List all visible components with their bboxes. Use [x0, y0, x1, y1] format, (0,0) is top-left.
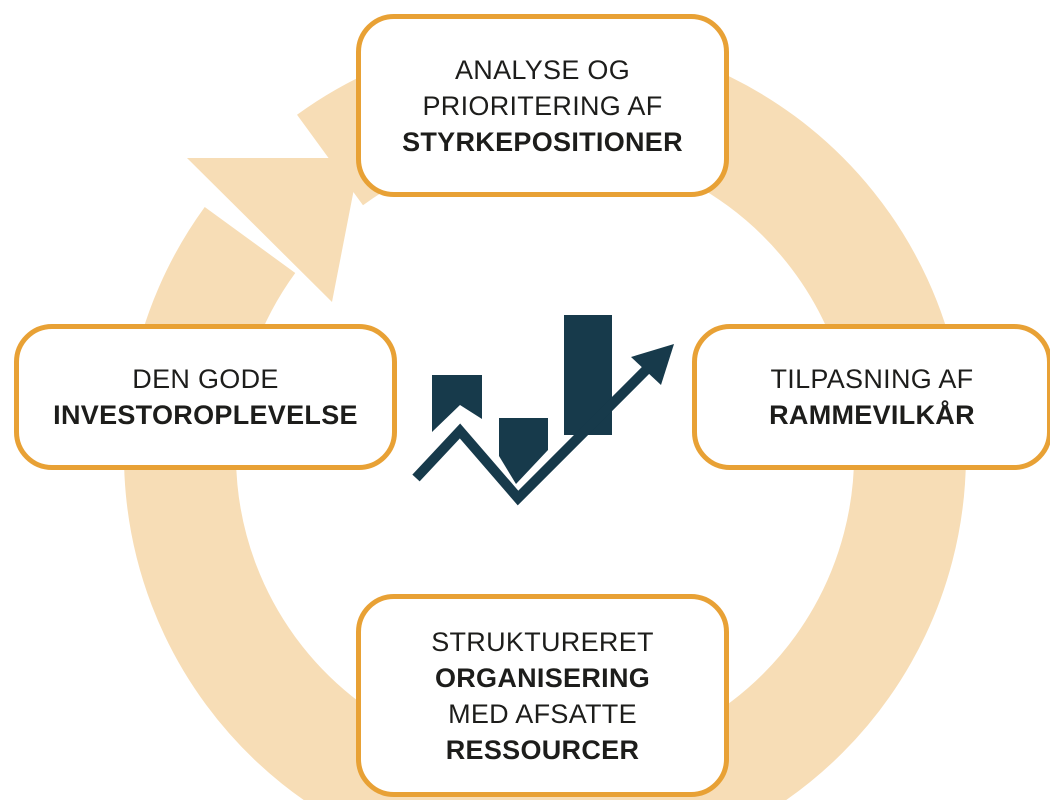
step-rammevilkaar-line1: TILPASNING AF	[770, 364, 974, 394]
trend-arrowhead-icon	[631, 344, 674, 385]
step-box-analyse: ANALYSE OG PRIORITERING AF STYRKEPOSITIO…	[356, 14, 729, 197]
step-organisering-line2: MED AFSATTE	[448, 698, 637, 729]
step-box-organisering: STRUKTURERET ORGANISERING MED AFSATTE RE…	[356, 594, 729, 797]
step-analyse-line1: ANALYSE OG	[454, 54, 631, 85]
step-investor-line1: DEN GODE	[132, 364, 279, 394]
step-analyse-line2: PRIORITERING AF	[422, 90, 663, 121]
step-analyse-bold: STYRKEPOSITIONER	[402, 126, 683, 157]
step-box-rammevilkaar: TILPASNING AF RAMMEVILKÅR	[692, 324, 1050, 470]
step-organisering-bold2: RESSOURCER	[445, 734, 640, 765]
step-investor-bold: INVESTOROPLEVELSE	[53, 400, 358, 430]
step-organisering-line1: STRUKTURERET	[431, 626, 654, 657]
step-rammevilkaar-bold: RAMMEVILKÅR	[769, 400, 975, 430]
step-organisering-bold1: ORGANISERING	[434, 662, 651, 693]
trend-line	[412, 354, 662, 506]
cycle-arrowhead-icon	[187, 158, 360, 302]
chart-bar-left	[432, 375, 482, 432]
chart-bar-middle	[499, 418, 548, 484]
step-box-investoroplevelse: DEN GODE INVESTOROPLEVELSE	[14, 324, 397, 470]
